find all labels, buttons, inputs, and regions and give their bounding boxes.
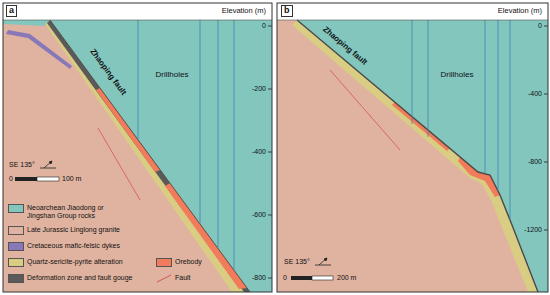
scale-label: 100 m [62,175,81,183]
orebody [165,183,247,289]
granite [3,20,272,292]
panel-frame [3,3,272,292]
orebody [392,102,450,151]
panel-frame [277,3,548,292]
depth-label: -400 [252,148,266,156]
legend-text: Neoarchean Jiaodong or Jingshan Group ro… [27,204,127,220]
main-fault [50,20,250,292]
panel-letter: b [281,5,293,17]
axis-ticks [268,26,272,278]
orientation-label: SE 135° [284,258,310,266]
scale-bar [291,276,333,280]
fault-symbol [156,274,172,283]
depth-label: 0 [262,22,266,30]
depth-label: -800 [528,158,542,166]
compass-symbol [315,258,331,265]
panel-border [3,3,272,292]
panel-letter: a [6,5,17,17]
legend-text: Cretaceous mafic-felsic dykes [27,242,152,250]
scale-label: 0 [9,175,13,183]
axis-title: Elevation (m) [498,7,542,15]
orientation-label: SE 135° [9,161,35,169]
alteration-zone [292,20,538,292]
legend-text: Fault [175,274,235,282]
legend-swatch [8,242,24,251]
legend-text: Deformation zone and fault gouge [27,274,152,282]
granite [277,20,548,292]
orebody [458,157,500,197]
axis-title: Elevation (m) [222,7,266,15]
drillhole-label: Drillholes [156,71,189,80]
legend-text: Quartz-sericite-pyrite alteration [27,258,152,266]
ground-surface [277,20,548,21]
compass-symbol [40,161,56,168]
scale-label: 0 [283,274,287,282]
fault-line [98,128,140,200]
legend-text: Orebody [175,258,235,266]
drillholes [412,20,510,220]
alteration-zone [45,20,250,292]
neoarchean-rocks [50,20,272,292]
legend-swatch [156,258,172,267]
legend-swatch [8,274,24,283]
depth-label: -1200 [524,226,542,234]
legend-swatch [8,258,24,267]
depth-label: 0 [538,22,542,30]
fault-gouge [47,20,250,292]
scale-label: 200 m [337,274,356,282]
scale-bar [15,177,59,181]
fault-line [330,70,400,150]
legend-swatch [8,226,24,235]
depth-label: -600 [252,211,266,219]
orebody [96,88,160,172]
main-fault [297,20,538,292]
depth-label: -200 [252,85,266,93]
ground-surface [3,20,272,21]
neoarchean-rocks [3,20,50,26]
legend-text: Late Jurassic Linglong granite [27,226,152,234]
drillhole-label: Drillholes [441,71,474,80]
panel-border [277,3,548,292]
drillholes [138,20,234,270]
depth-label: -400 [528,90,542,98]
depth-label: -800 [252,274,266,282]
legend-swatch [8,204,24,213]
axis-ticks [544,26,548,230]
